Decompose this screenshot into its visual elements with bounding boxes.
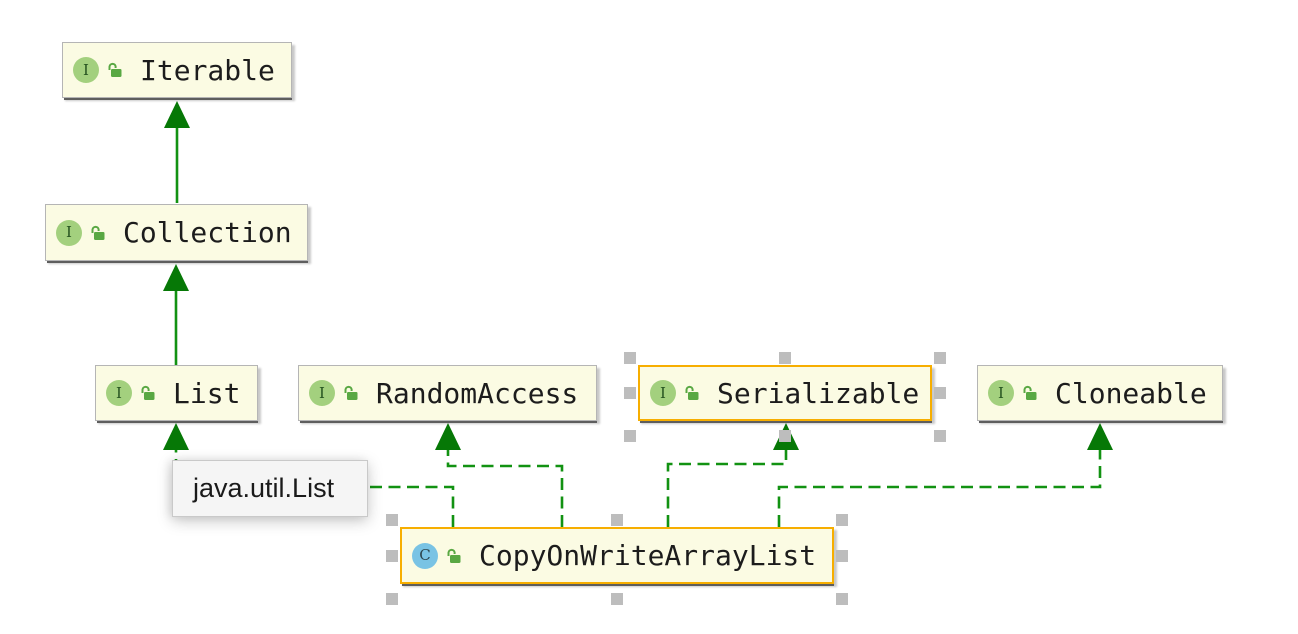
selection-handle[interactable] [934, 387, 946, 399]
selection-handle[interactable] [779, 430, 791, 442]
selection-handle[interactable] [624, 352, 636, 364]
selection-handle[interactable] [386, 593, 398, 605]
interface-icon: I [309, 380, 335, 406]
unlocked-icon [108, 62, 122, 77]
node-collection[interactable]: I Collection [45, 204, 308, 261]
node-label: Cloneable [1055, 376, 1207, 410]
edge-collection-extends-iterable [164, 101, 190, 203]
node-cloneable[interactable]: I Cloneable [977, 365, 1223, 421]
node-label: Iterable [140, 53, 275, 87]
node-label: CopyOnWriteArrayList [479, 539, 817, 572]
selection-handle[interactable] [836, 549, 848, 562]
node-randomaccess[interactable]: I RandomAccess [298, 365, 597, 421]
qualified-name-tooltip: java.util.List [172, 460, 368, 517]
node-label: Serializable [717, 376, 920, 410]
node-iterable[interactable]: I Iterable [62, 42, 292, 98]
selection-handle[interactable] [386, 514, 398, 526]
node-serializable[interactable]: I Serializable [624, 352, 946, 442]
interface-icon: I [106, 380, 132, 406]
node-label: RandomAccess [376, 376, 579, 410]
node-list[interactable]: I List [95, 365, 258, 421]
interface-icon: I [56, 219, 82, 246]
unlocked-icon [447, 548, 461, 563]
selection-handle[interactable] [624, 387, 636, 399]
unlocked-icon [91, 225, 105, 240]
selection-handle[interactable] [836, 514, 848, 526]
interface-icon: I [650, 380, 676, 406]
selection-handle[interactable] [836, 593, 848, 605]
class-icon: C [412, 542, 438, 569]
edge-list-extends-collection [163, 264, 189, 365]
selection-handle[interactable] [611, 593, 623, 605]
selection-handle[interactable] [611, 514, 623, 526]
interface-icon: I [73, 57, 99, 83]
interface-icon: I [988, 380, 1014, 406]
unlocked-icon [141, 385, 155, 400]
selection-handle[interactable] [624, 430, 636, 442]
selection-handle[interactable] [779, 352, 791, 364]
edge-cowal-implements-randomaccess [435, 423, 564, 527]
unlocked-icon [685, 385, 699, 400]
node-label: Collection [123, 216, 292, 249]
selection-handle[interactable] [934, 430, 946, 442]
node-copyonwritearraylist[interactable]: C CopyOnWriteArrayList [386, 514, 848, 605]
node-label: List [173, 376, 241, 410]
unlocked-icon [1023, 385, 1037, 400]
selection-handle[interactable] [934, 352, 946, 364]
unlocked-icon [344, 385, 358, 400]
selection-handle[interactable] [386, 549, 398, 562]
edge-cowal-implements-cloneable [777, 423, 1113, 527]
